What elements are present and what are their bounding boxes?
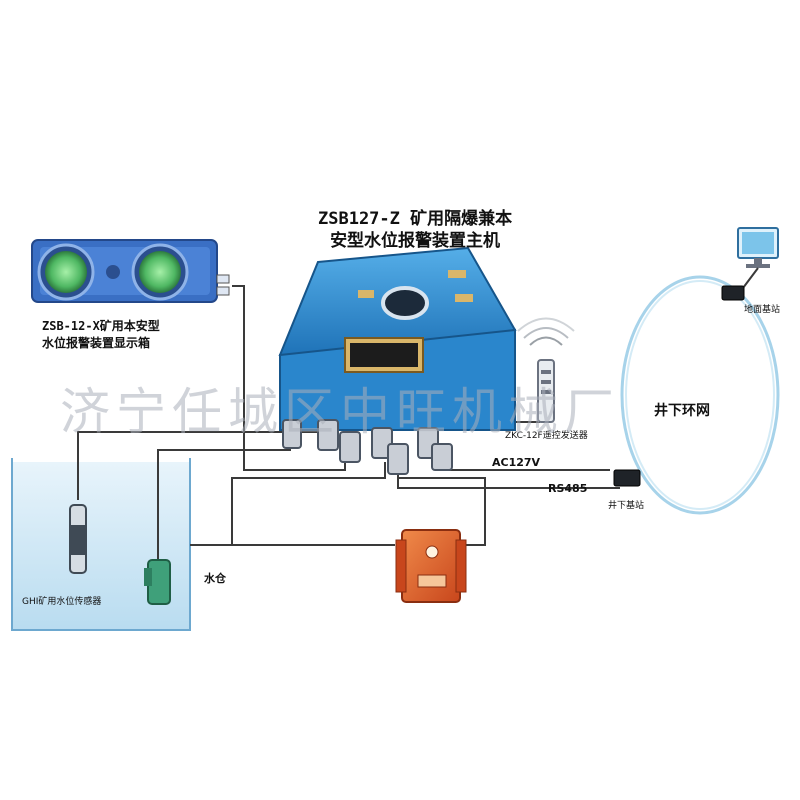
display-caption-line2: 水位报警装置显示箱 <box>42 336 151 350</box>
underground-station-label: 井下基站 <box>608 501 645 511</box>
host-title-line2: 安型水位报警装置主机 <box>330 231 501 251</box>
remote-transmitter-label: ZKC-12F遥控发送器 <box>505 431 588 441</box>
surface-station-label: 地面基站 <box>744 305 781 315</box>
viewing-window <box>381 286 429 320</box>
host-unit <box>278 246 517 475</box>
network-label: 井下环网 <box>654 403 710 419</box>
sensor-caption: GHI矿用水位传感器 <box>22 597 102 607</box>
display-caption-line1: ZSB-12-X矿用本安型 <box>42 319 160 333</box>
display-caption: ZSB-12-X矿用本安型 水位报警装置显示箱 <box>42 318 160 352</box>
wire-power-host <box>231 462 386 545</box>
display-lamp-left <box>45 251 87 293</box>
network-ring <box>620 275 780 515</box>
speaker-grille <box>106 265 120 279</box>
watermark: 济宁任城区中旺机械厂 <box>60 383 620 441</box>
surface-computer <box>737 227 779 293</box>
signal-waves <box>529 336 563 346</box>
level-sensor <box>69 504 87 574</box>
remote-transmitter <box>517 317 575 423</box>
power-unit <box>395 529 467 603</box>
surface-base-station <box>721 285 745 301</box>
pump <box>144 559 171 605</box>
display-box <box>31 239 230 303</box>
cable-glands <box>282 419 453 475</box>
host-title-line1: ZSB127-Z 矿用隔爆兼本 <box>318 209 513 229</box>
host-title: ZSB127-Z 矿用隔爆兼本 安型水位报警装置主机 <box>318 208 512 252</box>
display-lamp-right <box>139 251 181 293</box>
underground-base-station <box>613 469 641 487</box>
wire-rs485 <box>397 478 620 489</box>
power-label: AC127V <box>492 456 541 469</box>
water-tank-label: 水仓 <box>204 572 226 585</box>
bus-label: RS485 <box>548 482 588 495</box>
